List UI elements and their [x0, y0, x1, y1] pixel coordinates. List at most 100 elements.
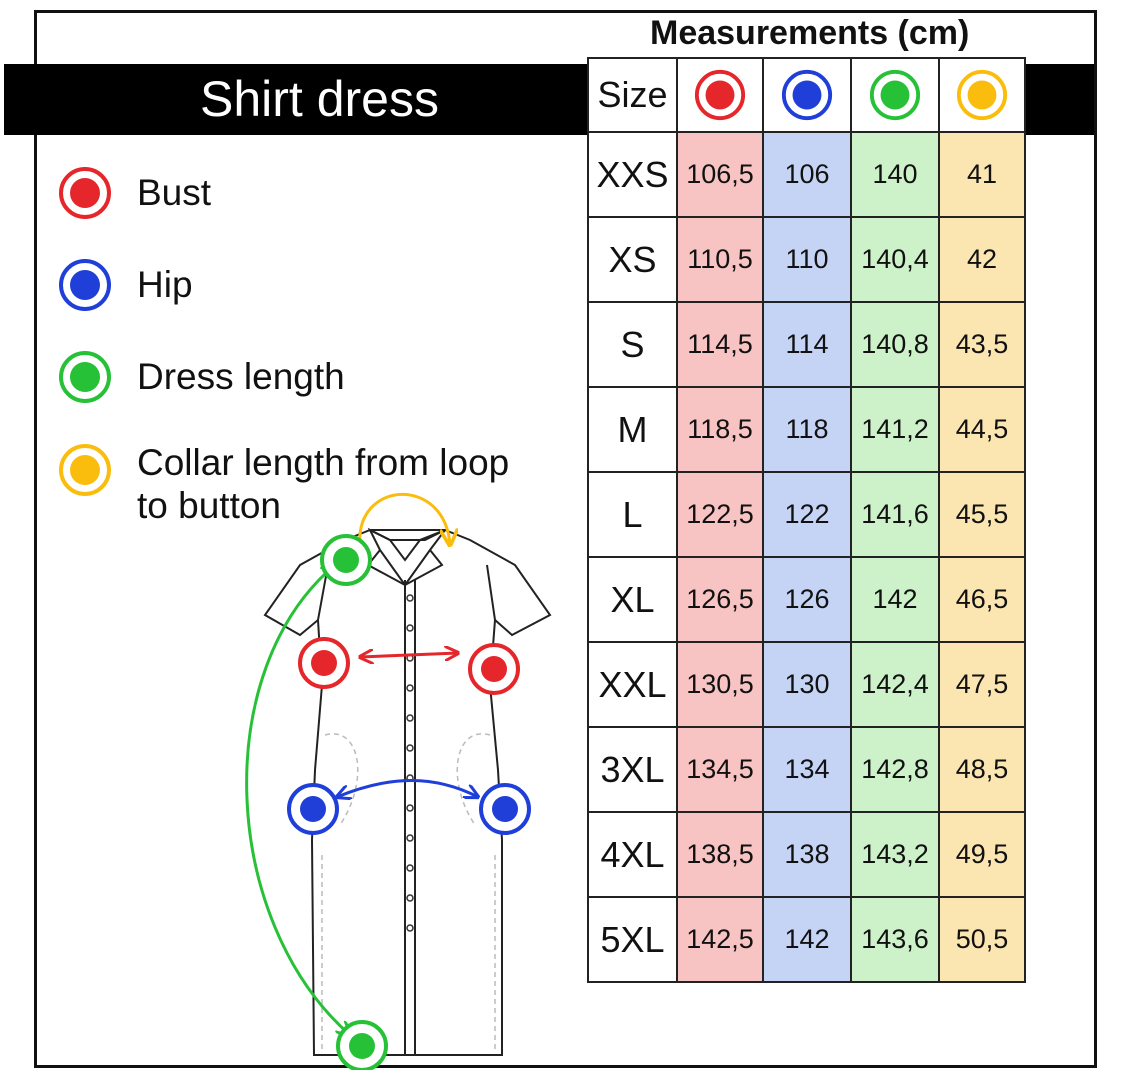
legend-label-collar-line1: Collar length from loop — [137, 442, 510, 483]
collar-cell: 42 — [938, 216, 1026, 303]
table-header-row: Size — [587, 57, 1026, 133]
hip-cell: 134 — [762, 726, 852, 813]
size-cell: S — [587, 301, 678, 388]
hip-cell: 106 — [762, 131, 852, 218]
length-cell: 140,4 — [850, 216, 940, 303]
collar-cell: 45,5 — [938, 471, 1026, 558]
bust-cell: 142,5 — [676, 896, 764, 983]
length-cell: 143,2 — [850, 811, 940, 898]
yellow-circle-icon — [59, 444, 111, 496]
outer-frame — [34, 10, 1097, 1068]
size-cell: XL — [587, 556, 678, 643]
bust-cell: 122,5 — [676, 471, 764, 558]
legend-label-collar: Collar length from loop to button — [137, 442, 509, 527]
hip-cell: 122 — [762, 471, 852, 558]
page-title: Shirt dress — [200, 71, 439, 127]
blue-circle-icon — [781, 69, 833, 121]
size-cell: L — [587, 471, 678, 558]
length-cell: 141,2 — [850, 386, 940, 473]
dress-buttons — [406, 594, 414, 932]
hip-cell: 114 — [762, 301, 852, 388]
size-column-header: Size — [587, 57, 678, 133]
hip-column-header — [762, 57, 852, 133]
collar-column-header — [938, 57, 1026, 133]
hip-cell: 130 — [762, 641, 852, 728]
size-cell: XXS — [587, 131, 678, 218]
hip-cell: 110 — [762, 216, 852, 303]
legend-label-bust: Bust — [137, 171, 212, 213]
collar-cell: 41 — [938, 131, 1026, 218]
shirt-dress-illustration — [245, 492, 552, 1070]
length-cell: 140 — [850, 131, 940, 218]
bust-column-header — [676, 57, 764, 133]
size-cell: XS — [587, 216, 678, 303]
size-cell: 3XL — [587, 726, 678, 813]
bust-arrow — [360, 653, 458, 657]
legend-item-bust: Bust — [57, 165, 211, 221]
red-circle-icon — [298, 637, 350, 689]
length-cell: 140,8 — [850, 301, 940, 388]
length-cell: 142 — [850, 556, 940, 643]
bust-cell: 130,5 — [676, 641, 764, 728]
collar-cell: 48,5 — [938, 726, 1026, 813]
length-cell: 141,6 — [850, 471, 940, 558]
hip-arrow — [337, 779, 478, 798]
bust-cell: 134,5 — [676, 726, 764, 813]
size-cell: 4XL — [587, 811, 678, 898]
size-table: Size — [587, 57, 1026, 983]
hip-cell: 138 — [762, 811, 852, 898]
green-circle-icon — [336, 1020, 388, 1070]
green-circle-icon — [59, 351, 111, 403]
size-cell: XXL — [587, 641, 678, 728]
length-column-header — [850, 57, 940, 133]
collar-cell: 44,5 — [938, 386, 1026, 473]
green-circle-icon — [869, 69, 921, 121]
hip-cell: 118 — [762, 386, 852, 473]
bust-cell: 114,5 — [676, 301, 764, 388]
bust-cell: 138,5 — [676, 811, 764, 898]
collar-cell: 43,5 — [938, 301, 1026, 388]
legend-label-hip: Hip — [137, 263, 193, 305]
length-cell: 142,8 — [850, 726, 940, 813]
dress-length-arrow — [245, 565, 350, 1035]
legend-item-dress-length: Dress length — [57, 349, 345, 405]
size-cell: 5XL — [587, 896, 678, 983]
bust-cell: 106,5 — [676, 131, 764, 218]
bust-cell: 118,5 — [676, 386, 764, 473]
bust-cell: 126,5 — [676, 556, 764, 643]
collar-cell: 47,5 — [938, 641, 1026, 728]
legend-item-collar: Collar length from loop to button — [57, 442, 509, 527]
hip-cell: 126 — [762, 556, 852, 643]
measurements-title: Measurements (cm) — [650, 14, 970, 52]
length-cell: 142,4 — [850, 641, 940, 728]
size-cell: M — [587, 386, 678, 473]
collar-arrow — [358, 492, 450, 545]
yellow-circle-icon — [956, 69, 1008, 121]
red-circle-icon — [694, 69, 746, 121]
length-cell: 143,6 — [850, 896, 940, 983]
red-circle-icon — [59, 167, 111, 219]
blue-circle-icon — [287, 783, 339, 835]
green-circle-icon — [320, 534, 372, 586]
blue-circle-icon — [59, 259, 111, 311]
legend-label-collar-line2: to button — [137, 484, 282, 526]
collar-cell: 46,5 — [938, 556, 1026, 643]
legend-label-dress-length: Dress length — [137, 355, 345, 397]
red-circle-icon — [468, 643, 520, 695]
bust-cell: 110,5 — [676, 216, 764, 303]
collar-cell: 49,5 — [938, 811, 1026, 898]
hip-cell: 142 — [762, 896, 852, 983]
collar-cell: 50,5 — [938, 896, 1026, 983]
legend-item-hip: Hip — [57, 257, 193, 313]
blue-circle-icon — [479, 783, 531, 835]
